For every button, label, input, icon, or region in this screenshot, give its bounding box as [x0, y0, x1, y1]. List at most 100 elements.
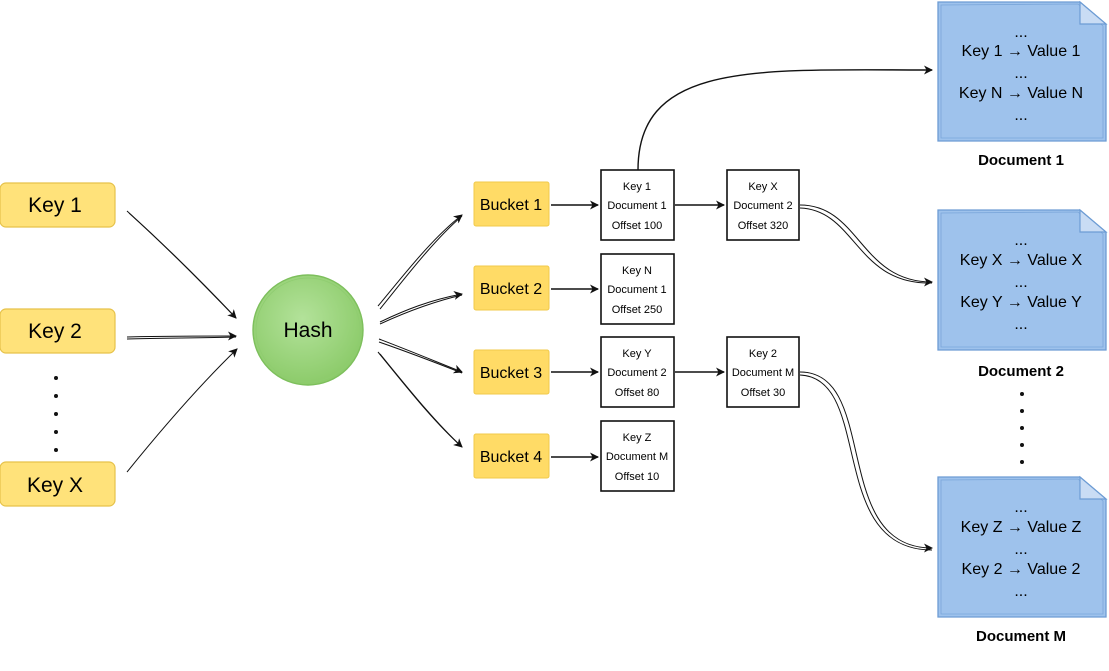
- edge-key2-hash-stroke2: [126, 336, 237, 340]
- entry-key: Key 1: [623, 181, 651, 193]
- key-node-label: Key 2: [28, 320, 82, 343]
- entry-offset: Offset 250: [612, 304, 663, 316]
- key-to-hash-edges: [126, 210, 238, 473]
- document-line: Key 1 → Value 1: [962, 43, 1081, 60]
- keys-column: Key 1 Key 2 Key X: [0, 182, 116, 507]
- entry-key: Key Z: [623, 432, 652, 444]
- document-line: Key X → Value X: [960, 252, 1083, 269]
- entry-offset: Offset 320: [738, 220, 789, 232]
- hash-to-bucket-edges: [377, 214, 463, 448]
- bucket-node: Bucket 3: [473, 349, 550, 395]
- entry-document: Document M: [606, 451, 668, 463]
- ellipsis-dot: [54, 394, 58, 398]
- entry-node-box: [600, 336, 675, 408]
- hash-node: Hash: [252, 274, 364, 386]
- vertical-ellipsis: [1020, 392, 1024, 464]
- entry-offset: Offset 10: [615, 471, 659, 483]
- bucket-node-box: [473, 433, 550, 479]
- bucket-node-label: Bucket 3: [480, 365, 542, 382]
- key-node: Key X: [0, 461, 116, 507]
- bucket-node-box: [473, 181, 550, 227]
- entry-key: Key 2: [749, 348, 777, 360]
- document-line: ...: [1014, 24, 1027, 41]
- entry-key: Key X: [748, 181, 778, 193]
- entry-offset: Offset 100: [612, 220, 663, 232]
- entry-node: Key Y Document 2 Offset 80: [600, 336, 675, 408]
- edge-keyx-document2-stroke2: [799, 207, 933, 284]
- documents-column: ... Key 1 → Value 1 ... Key N → Value N …: [937, 0, 1108, 645]
- key-node-label: Key 1: [28, 194, 82, 217]
- entry-document: Document 2: [733, 200, 792, 212]
- entry-document: Document M: [732, 367, 794, 379]
- entry-node-box: [726, 336, 800, 408]
- document-shape-outline: [940, 3, 1104, 139]
- edge-key1-hash: [126, 210, 237, 319]
- bucket-node-box: [473, 265, 550, 311]
- edge-keyx-document2: [799, 204, 933, 287]
- edge-hash-bucket2: [379, 291, 463, 323]
- document-fold: [1079, 208, 1108, 233]
- entry-node: Key 1 Document 1 Offset 100: [600, 169, 675, 241]
- bucket-node-label: Bucket 2: [480, 281, 542, 298]
- bucket-node-label: Bucket 1: [480, 197, 542, 214]
- edge-key2-documentm-stroke2: [799, 374, 933, 551]
- edge-key2-documentm: [799, 371, 933, 553]
- edge-hash-bucket1: [377, 214, 463, 307]
- key-node: Key 2: [0, 308, 116, 354]
- edge-key1-document1: [637, 65, 933, 171]
- ellipsis-dot: [54, 430, 58, 434]
- document-fold: [1079, 475, 1108, 500]
- entry-document: Document 1: [607, 284, 666, 296]
- document-line: ...: [1014, 316, 1027, 333]
- entry-node: Key Z Document M Offset 10: [600, 420, 675, 492]
- hash-circle-outline: [255, 277, 361, 383]
- document-line: ...: [1014, 274, 1027, 291]
- key-node-box: [0, 182, 116, 228]
- document-line: Key N → Value N: [959, 85, 1083, 102]
- edge-hash-bucket4-stroke2: [379, 353, 463, 448]
- ellipsis-dot: [1020, 426, 1024, 430]
- document-node: ... Key 1 → Value 1 ... Key N → Value N …: [937, 0, 1108, 169]
- document-shape-outline: [940, 478, 1104, 615]
- entry-offset: Offset 80: [615, 387, 659, 399]
- key-node-box: [0, 308, 116, 354]
- bucket-node: Bucket 1: [473, 181, 550, 227]
- entry-node-box: [726, 169, 800, 241]
- entry-node-box: [600, 253, 675, 325]
- ellipsis-dot: [1020, 460, 1024, 464]
- bucket-node: Bucket 4: [473, 433, 550, 479]
- document-shape-outline: [940, 211, 1104, 348]
- key-node-label: Key X: [27, 474, 83, 497]
- document-line: Key 2 → Value 2: [962, 561, 1081, 578]
- ellipsis-dot: [1020, 443, 1024, 447]
- key-node-box: [0, 461, 116, 507]
- document-shape: [937, 209, 1107, 351]
- edge-keyx-hash: [126, 348, 238, 473]
- document-line: ...: [1014, 499, 1027, 516]
- entry-node-box: [600, 169, 675, 241]
- bucket-to-entry-edges: [551, 200, 725, 462]
- document-fold: [1079, 0, 1108, 25]
- entry-document: Document 1: [607, 200, 666, 212]
- document-title: Document M: [976, 628, 1066, 645]
- document-line: ...: [1014, 541, 1027, 558]
- ellipsis-dot: [54, 448, 58, 452]
- bucket-node: Bucket 2: [473, 265, 550, 311]
- edge-key1-hash-stroke2: [128, 212, 237, 319]
- document-line: Key Z → Value Z: [961, 519, 1082, 536]
- document-line: ...: [1014, 107, 1027, 124]
- hash-circle: [252, 274, 364, 386]
- entry-key: Key N: [622, 265, 652, 277]
- entry-key: Key Y: [622, 348, 652, 360]
- edge-key2-hash: [126, 331, 237, 341]
- document-node: ... Key Z → Value Z ... Key 2 → Value 2 …: [937, 475, 1108, 645]
- entry-node: Key 2 Document M Offset 30: [726, 336, 800, 408]
- bucket-node-box: [473, 349, 550, 395]
- hash-label: Hash: [283, 319, 332, 342]
- entry-node-box: [600, 420, 675, 492]
- edge-hash-bucket3-stroke2: [378, 341, 463, 374]
- entry-node: Key N Document 1 Offset 250: [600, 253, 675, 325]
- document-title: Document 2: [978, 363, 1064, 380]
